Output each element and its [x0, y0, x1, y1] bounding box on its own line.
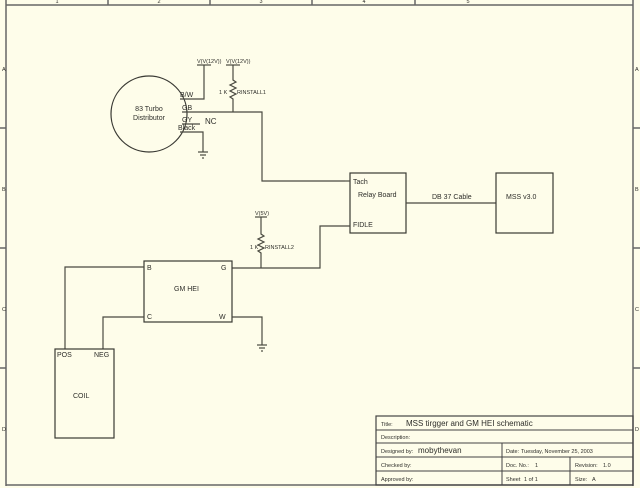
row-dividers-left	[0, 127, 6, 369]
wire-w-ground	[232, 316, 263, 345]
title-value: MSS tirgger and GM HEI schematic	[406, 419, 533, 428]
row-label-a-right: A	[635, 67, 639, 73]
vcc2-label: V(V(12V))	[226, 59, 251, 65]
nc-label: NC	[205, 117, 217, 126]
row-label-c-right: C	[635, 307, 639, 313]
date-value: Tuesday, November 25, 2003	[521, 449, 593, 455]
wire-c-to-neg	[102, 316, 144, 349]
row-label-b-right: B	[635, 187, 639, 193]
size-value: A	[592, 477, 596, 483]
resistor-rinstall1	[228, 65, 238, 112]
v5-label: V(5V)	[255, 211, 269, 217]
mss-unit[interactable]: MSS v3.0	[495, 172, 554, 234]
cable-label: DB 37 Cable	[432, 194, 472, 201]
gm-hei-body[interactable]	[143, 260, 233, 323]
column-label-2: 2	[157, 0, 160, 5]
column-label-5: 5	[466, 0, 469, 5]
sheet-label: Sheet	[506, 477, 521, 483]
wire-gb-to-tach	[182, 111, 345, 182]
coil[interactable]: POS NEG COIL	[54, 348, 115, 439]
resistor-rinstall2	[256, 217, 266, 268]
column-dividers	[107, 0, 416, 5]
distributor-body[interactable]	[110, 75, 188, 153]
distributor-pin-gy: GY	[182, 117, 192, 124]
gm-hei-label: GM HEI	[174, 286, 199, 293]
title-block	[375, 415, 634, 486]
relay-board-label: Relay Board	[358, 192, 397, 199]
r1-value: 1 K	[219, 90, 228, 96]
row-label-b-left: B	[2, 187, 6, 193]
relay-pin-tach: Tach	[353, 179, 368, 186]
r2-value: 1 K	[250, 245, 259, 251]
coil-body[interactable]	[54, 348, 115, 439]
vcc1-label: V(V(12V))	[197, 59, 222, 65]
distributor-label-2: Distributor	[133, 115, 166, 122]
gm-hei[interactable]: GM HEI B G C W	[143, 260, 233, 323]
wire-black-ground	[180, 131, 204, 152]
row-label-a-left: A	[2, 67, 6, 73]
approved-by-label: Approved by:	[381, 477, 414, 483]
r1-name: RINSTALL1	[237, 90, 266, 96]
revision-value: 1.0	[603, 463, 611, 469]
doc-no-value: 1	[535, 463, 538, 469]
mss-label: MSS v3.0	[506, 194, 536, 201]
column-label-1: 1	[55, 0, 58, 5]
column-label-3: 3	[259, 0, 262, 5]
designed-by-label: Designed by:	[381, 449, 414, 455]
wire-bw	[180, 65, 205, 100]
hei-pin-w: W	[219, 314, 226, 321]
row-label-c-left: C	[2, 307, 6, 313]
distributor-pin-gb: GB	[182, 105, 192, 112]
ground-icon-1	[198, 151, 208, 159]
date-label: Date:	[506, 449, 520, 455]
coil-pin-neg: NEG	[94, 352, 109, 359]
wire-b-to-pos	[64, 266, 144, 349]
row-label-d-right: D	[635, 427, 639, 433]
size-label: Size:	[575, 477, 588, 483]
row-dividers-right	[633, 127, 640, 369]
relay-pin-fidle: FIDLE	[353, 222, 373, 229]
ground-icon-2	[257, 344, 267, 352]
description-label: Description:	[381, 435, 411, 441]
row-label-d-left: D	[2, 427, 6, 433]
doc-no-label: Doc. No.:	[506, 463, 529, 469]
distributor-pin-bw: B/W	[180, 92, 194, 99]
column-label-4: 4	[362, 0, 365, 5]
coil-pin-pos: POS	[57, 352, 72, 359]
distributor[interactable]: 83 Turbo Distributor	[110, 75, 188, 153]
checked-by-label: Checked by:	[381, 463, 412, 469]
distributor-label-1: 83 Turbo	[135, 106, 163, 113]
revision-label: Revision:	[575, 463, 598, 469]
coil-label: COIL	[73, 393, 89, 400]
hei-pin-b: B	[147, 265, 152, 272]
title-label: Title:	[381, 422, 393, 428]
distributor-pin-black: Black	[178, 125, 196, 132]
designed-by-value: mobythevan	[418, 446, 462, 455]
hei-pin-g: G	[221, 265, 226, 272]
hei-pin-c: C	[147, 314, 152, 321]
mss-body[interactable]	[495, 172, 554, 234]
r2-name: RINSTALL2	[265, 245, 294, 251]
sheet-value: 1 of 1	[524, 477, 538, 483]
wire-g-to-fidle	[232, 225, 350, 269]
